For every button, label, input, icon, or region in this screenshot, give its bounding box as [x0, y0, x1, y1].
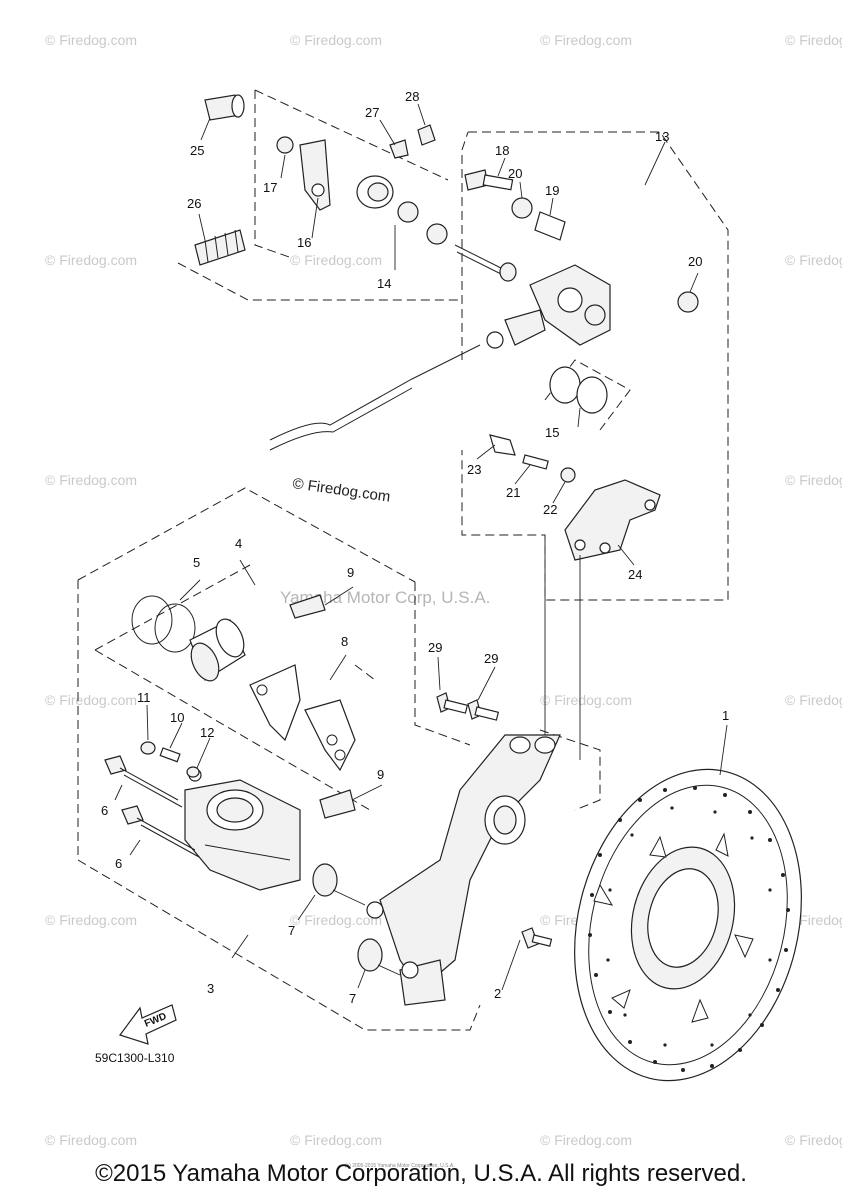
watermark-text: © Firedog.com: [785, 252, 842, 268]
watermark-text: © Firedog.com: [290, 912, 382, 928]
caliper-bolts: [104, 755, 200, 858]
callout-22: 22: [543, 502, 557, 517]
caliper-bracket: [366, 734, 561, 1006]
piston-seals: [131, 595, 246, 682]
callout-7a: 7: [288, 923, 295, 938]
parking-brake-parts: [194, 94, 517, 282]
callout-21: 21: [506, 485, 520, 500]
parking-caliper: [464, 169, 699, 561]
watermark-text: © Firedog.com: [785, 1132, 842, 1148]
part-code: 59C1300-L310: [95, 1051, 175, 1065]
callout-9b: 9: [377, 767, 384, 782]
callout-1: 1: [722, 708, 729, 723]
callout-16: 16: [297, 235, 311, 250]
callout-labels: 1 2 3 4 5 6 6 7 7 8 9 9 10 11 12 13 14 1…: [101, 89, 729, 1006]
watermark-ymc: Yamaha Motor Corp, U.S.A.: [280, 588, 490, 607]
leader-lines: [114, 103, 728, 991]
watermark-text: © Firedog.com: [45, 472, 137, 488]
caliper-body: [184, 768, 301, 891]
callout-10: 10: [170, 710, 184, 725]
callout-5: 5: [193, 555, 200, 570]
watermark-text: © Firedog.com: [785, 32, 842, 48]
bracket-bolts: [436, 692, 500, 721]
watermark-text: © Firedog.com: [540, 692, 632, 708]
brake-disc: [574, 768, 802, 1082]
disc-bolt: [521, 927, 553, 949]
brake-cable: [269, 331, 504, 451]
caliper-boots: [312, 863, 401, 976]
watermark-grid: © Firedog.com © Firedog.com © Firedog.co…: [45, 32, 842, 1148]
bleed-parts: [140, 741, 200, 778]
callout-8: 8: [341, 634, 348, 649]
watermark-text: © Firedog.com: [45, 1132, 137, 1148]
callout-7b: 7: [349, 991, 356, 1006]
callout-17: 17: [263, 180, 277, 195]
watermark-text: © Firedog.com: [45, 252, 137, 268]
callout-14: 14: [377, 276, 391, 291]
watermark-text: © Firedog.com: [290, 32, 382, 48]
callout-12: 12: [200, 725, 214, 740]
fine-print: (c) 2005-2015 Yamaha Motor Corporation, …: [345, 1163, 455, 1169]
watermark-center: © Firedog.com: [291, 475, 391, 506]
callout-13: 13: [655, 129, 669, 144]
callout-20a: 20: [508, 166, 522, 181]
watermark-text: © Firedog.com: [45, 912, 137, 928]
callout-15: 15: [545, 425, 559, 440]
watermark-text: © Firedog.com: [785, 472, 842, 488]
callout-3: 3: [207, 981, 214, 996]
callout-29a: 29: [428, 640, 442, 655]
callout-19: 19: [545, 183, 559, 198]
watermark-text: © Firedog.com: [45, 692, 137, 708]
callout-25: 25: [190, 143, 204, 158]
watermark-text: © Firedog.com: [290, 1132, 382, 1148]
fwd-arrow-icon: FWD: [119, 1004, 177, 1045]
watermark-text: © Firedog.com: [540, 32, 632, 48]
callout-26: 26: [187, 196, 201, 211]
callout-9a: 9: [347, 565, 354, 580]
callout-27: 27: [365, 105, 379, 120]
callout-29b: 29: [484, 651, 498, 666]
callout-2: 2: [494, 986, 501, 1001]
brake-pads: [249, 594, 356, 819]
callout-23: 23: [467, 462, 481, 477]
watermark-text: © Firedog.com: [540, 1132, 632, 1148]
watermark-text: © Firedog.com: [785, 692, 842, 708]
callout-6b: 6: [115, 856, 122, 871]
callout-24: 24: [628, 567, 642, 582]
callout-4: 4: [235, 536, 242, 551]
callout-28: 28: [405, 89, 419, 104]
callout-11: 11: [137, 690, 151, 705]
callout-18: 18: [495, 143, 509, 158]
copyright-footer: ©2015 Yamaha Motor Corporation, U.S.A. A…: [95, 1160, 747, 1187]
callout-20b: 20: [688, 254, 702, 269]
group-outlines: [77, 89, 729, 1031]
watermark-text: © Firedog.com: [290, 252, 382, 268]
watermark-text: © Firedog.com: [45, 32, 137, 48]
callout-6a: 6: [101, 803, 108, 818]
